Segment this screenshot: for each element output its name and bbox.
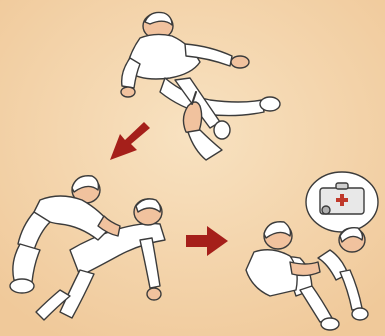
first-aid-illustration (0, 0, 385, 336)
